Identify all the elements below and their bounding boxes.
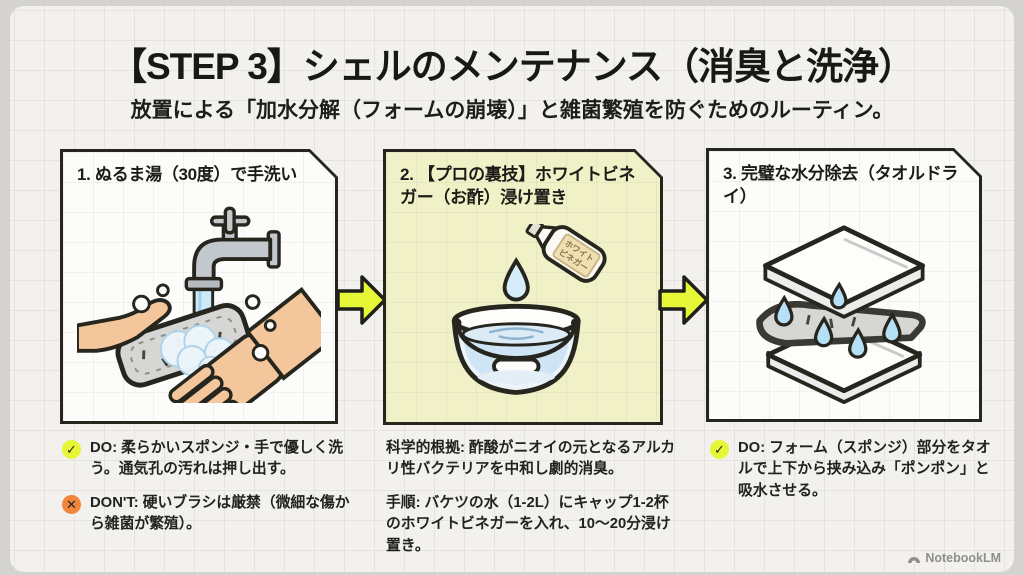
hand-washing-illustration <box>63 187 335 421</box>
note-text: 柔らかいスポンジ・手で優しく洗う。通気孔の汚れは押し出す。 <box>90 440 344 478</box>
note-label: 科学的根拠: <box>386 440 465 456</box>
page-title: 【STEP 3】シェルのメンテナンス（消臭と洗浄） <box>109 46 915 87</box>
note-text: 酢酸がニオイの元となるアルカリ性バクテリアを中和し劇的消臭。 <box>386 440 676 478</box>
science-note: 科学的根拠:酢酸がニオイの元となるアルカリ性バクテリアを中和し劇的消臭。 <box>386 438 682 481</box>
faucet-wash-icon <box>77 205 321 403</box>
step-panel-1: 1. ぬるま湯（30度）で手洗い <box>60 149 338 424</box>
check-icon: ✓ <box>710 440 729 459</box>
do-note: ✓ DO:柔らかいスポンジ・手で優しく洗う。通気孔の汚れは押し出す。 <box>62 438 358 481</box>
step-panel-3: 3. 完璧な水分除去（タオルドライ） <box>706 148 982 422</box>
note-label: DON'T: <box>90 494 139 511</box>
note-label: DO: <box>738 440 766 456</box>
arrow-right-icon <box>658 275 709 325</box>
towel-shell-icon <box>724 224 964 404</box>
vinegar-bucket-illustration: ホワイト ビネガー <box>386 210 660 422</box>
check-icon: ✓ <box>62 440 81 459</box>
step-3-notes: ✓ DO:フォーム（スポンジ）部分をタオルで上下から挟み込み「ポンポン」と吸水さ… <box>710 438 1000 502</box>
note-text: フォーム（スポンジ）部分をタオルで上下から挟み込み「ポンポン」と吸水させる。 <box>738 440 991 499</box>
step-panel-2: 2. 【プロの裏技】ホワイトビネガー（お酢）浸け置き ホワイト ビネガー <box>383 149 663 425</box>
water-drop-icon <box>505 261 528 300</box>
vinegar-bottle-icon: ホワイト ビネガー <box>521 224 610 285</box>
do-note: ✓ DO:フォーム（スポンジ）部分をタオルで上下から挟み込み「ポンポン」と吸水さ… <box>710 438 1000 502</box>
note-text: 硬いブラシは厳禁（微細な傷から雑菌が繁殖）。 <box>90 494 350 533</box>
bubbles <box>134 285 276 360</box>
arrow-right-icon <box>336 275 387 325</box>
page-subtitle: 放置による「加水分解（フォームの崩壊）」と雑菌繁殖を防ぐためのルーティン。 <box>130 99 894 122</box>
water-drops <box>776 285 900 357</box>
grid-paper-card: 【STEP 3】シェルのメンテナンス（消臭と洗浄） 放置による「加水分解（フォー… <box>10 6 1014 572</box>
note-text: バケツの水（1-2L）にキャップ1-2杯のホワイトビネガーを入れ、10〜20分浸… <box>386 494 671 554</box>
bucket-icon <box>453 306 580 392</box>
faucet-icon <box>186 208 279 289</box>
dont-note: ✕ DON'T:硬いブラシは厳禁（微細な傷から雑菌が繁殖）。 <box>62 493 358 536</box>
step-3-title: 3. 完璧な水分除去（タオルドライ） <box>723 164 959 206</box>
note-label: 手順: <box>386 494 421 511</box>
note-label: DO: <box>90 440 118 456</box>
towel-dry-illustration <box>709 209 979 419</box>
step-1-notes: ✓ DO:柔らかいスポンジ・手で優しく洗う。通気孔の汚れは押し出す。 ✕ DON… <box>62 438 358 536</box>
vinegar-bucket-icon: ホワイト ビネガー <box>401 224 645 408</box>
watermark-label: NotebookLM <box>925 551 1001 565</box>
notebooklm-logo-icon <box>908 556 921 563</box>
step-1-title: 1. ぬるま湯（30度）で手洗い <box>77 165 298 184</box>
cross-icon: ✕ <box>62 494 81 514</box>
procedure-note: 手順:バケツの水（1-2L）にキャップ1-2杯のホワイトビネガーを入れ、10〜2… <box>386 493 682 557</box>
step-2-title: 2. 【プロの裏技】ホワイトビネガー（お酢）浸け置き <box>400 165 636 207</box>
watermark: NotebookLM <box>907 551 1001 565</box>
step-2-notes: 科学的根拠:酢酸がニオイの元となるアルカリ性バクテリアを中和し劇的消臭。 手順:… <box>386 438 682 557</box>
